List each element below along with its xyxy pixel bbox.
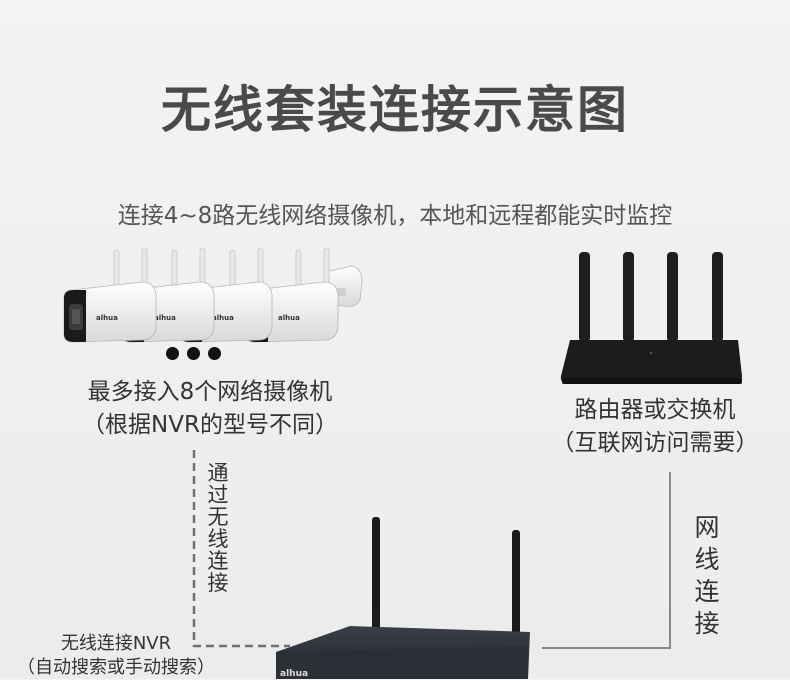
wireless-link-char: 过	[207, 483, 229, 507]
wired-connector-line	[542, 472, 671, 649]
wired-link-char: 接	[694, 609, 720, 638]
camera-1	[63, 247, 157, 343]
wireless-link-label: 通 过 无 线 连 接	[203, 462, 233, 594]
nvr-caption: 无线连接NVR （自动搜索或手动搜索）	[0, 632, 232, 680]
nvr-caption-line2: （自动搜索或手动搜索）	[17, 657, 215, 678]
wireless-link-char: 线	[207, 527, 229, 551]
nvr-caption-line1: 无线连接NVR	[60, 633, 172, 654]
camera-caption-line1: 最多接入8个网络摄像机	[87, 379, 333, 405]
diagram-title: 无线套装连接示意图	[161, 81, 629, 139]
router-caption-line1: 路由器或交换机	[574, 397, 736, 423]
wireless-link-char: 通	[207, 461, 229, 485]
router-caption: 路由器或交换机 （互联网访问需要）	[520, 394, 790, 460]
diagram-subtitle: 连接4~8路无线网络摄像机，本地和远程都能实时监控	[117, 203, 673, 229]
nvr-brand-logo: alhua	[280, 669, 308, 679]
router-device	[560, 252, 742, 384]
more-cameras-ellipsis	[166, 347, 221, 360]
wired-link-char: 网	[694, 513, 720, 542]
camera-caption: 最多接入8个网络摄像机 （根据NVR的型号不同）	[40, 376, 380, 442]
wired-link-char: 连	[694, 577, 720, 606]
wired-link-label: 网 线 连 接	[690, 512, 724, 640]
router-caption-line2: （互联网访问需要）	[551, 430, 759, 456]
wireless-connector-line	[192, 450, 290, 648]
nvr-device: alhua	[276, 517, 530, 679]
wireless-link-char: 连	[207, 549, 229, 573]
wired-link-char: 线	[694, 545, 720, 574]
wireless-link-char: 接	[207, 571, 229, 595]
wireless-link-char: 无	[207, 505, 229, 529]
camera-caption-line2: （根据NVR的型号不同）	[82, 412, 338, 438]
camera-group	[63, 247, 363, 343]
